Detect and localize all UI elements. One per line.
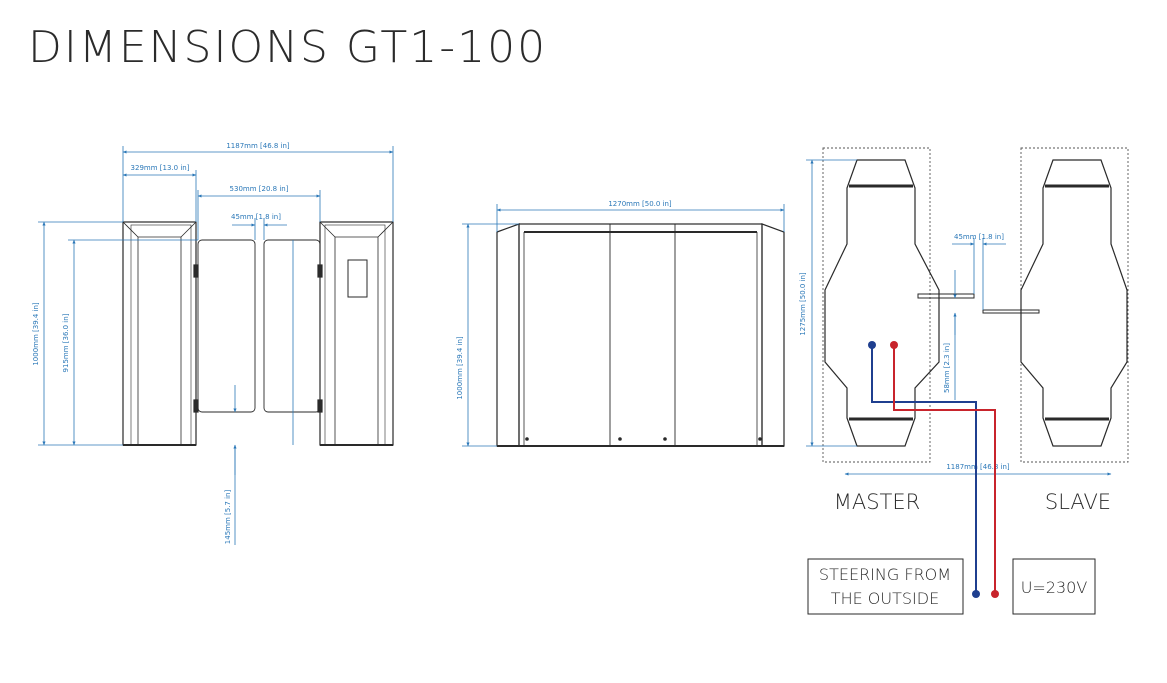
dim-panel-height: 915mm [36.0 in] <box>62 313 70 372</box>
side-dimensions <box>462 204 785 447</box>
dim-bottom-clearance: 145mm [5.7 in] <box>224 490 232 545</box>
blue-terminal-bottom <box>972 590 980 598</box>
top-view <box>822 147 1129 463</box>
power-label: U=230V <box>1021 578 1088 597</box>
red-wire <box>893 345 996 594</box>
steering-line-2: THE OUTSIDE <box>831 589 939 608</box>
dim-top-gap: 45mm [1.8 in] <box>954 233 1004 241</box>
left-cabinet <box>122 221 199 446</box>
red-terminal-top <box>890 341 898 349</box>
right-flap <box>263 239 321 413</box>
slave-label: SLAVE <box>1045 490 1111 514</box>
blue-wire <box>871 345 977 592</box>
steering-box <box>807 558 964 615</box>
dim-side-length: 1270mm [50.0 in] <box>608 200 672 208</box>
left-flap <box>197 239 256 413</box>
red-terminal-bottom <box>991 590 999 598</box>
blue-terminal-top <box>868 341 876 349</box>
front-view <box>122 221 394 446</box>
side-view <box>496 223 785 447</box>
dim-gap-width: 45mm [1.8 in] <box>231 213 281 221</box>
dim-total-height: 1000mm [39.4 in] <box>32 302 40 366</box>
dim-side-height: 1000mm [39.4 in] <box>456 336 464 400</box>
power-box <box>1012 558 1096 615</box>
dim-top-offset: 58mm [2.3 in] <box>943 343 951 393</box>
page-title: DIMENSIONS GT1-100 <box>28 22 548 73</box>
steering-line-1: STEERING FROM <box>819 565 951 584</box>
dim-top-overall-width: 1187mm [46.8 in] <box>946 463 1010 471</box>
top-dimensions <box>806 159 1112 476</box>
dim-top-length: 1275mm [50.0 in] <box>799 272 807 336</box>
dim-passage-width: 530mm [20.8 in] <box>230 185 289 193</box>
wiring <box>871 345 996 594</box>
dim-cabinet-width: 329mm [13.0 in] <box>131 164 190 172</box>
right-cabinet <box>317 221 394 446</box>
master-label: MASTER <box>834 490 921 514</box>
front-dimensions <box>38 146 394 545</box>
dim-overall-width: 1187mm [46.8 in] <box>226 142 290 150</box>
